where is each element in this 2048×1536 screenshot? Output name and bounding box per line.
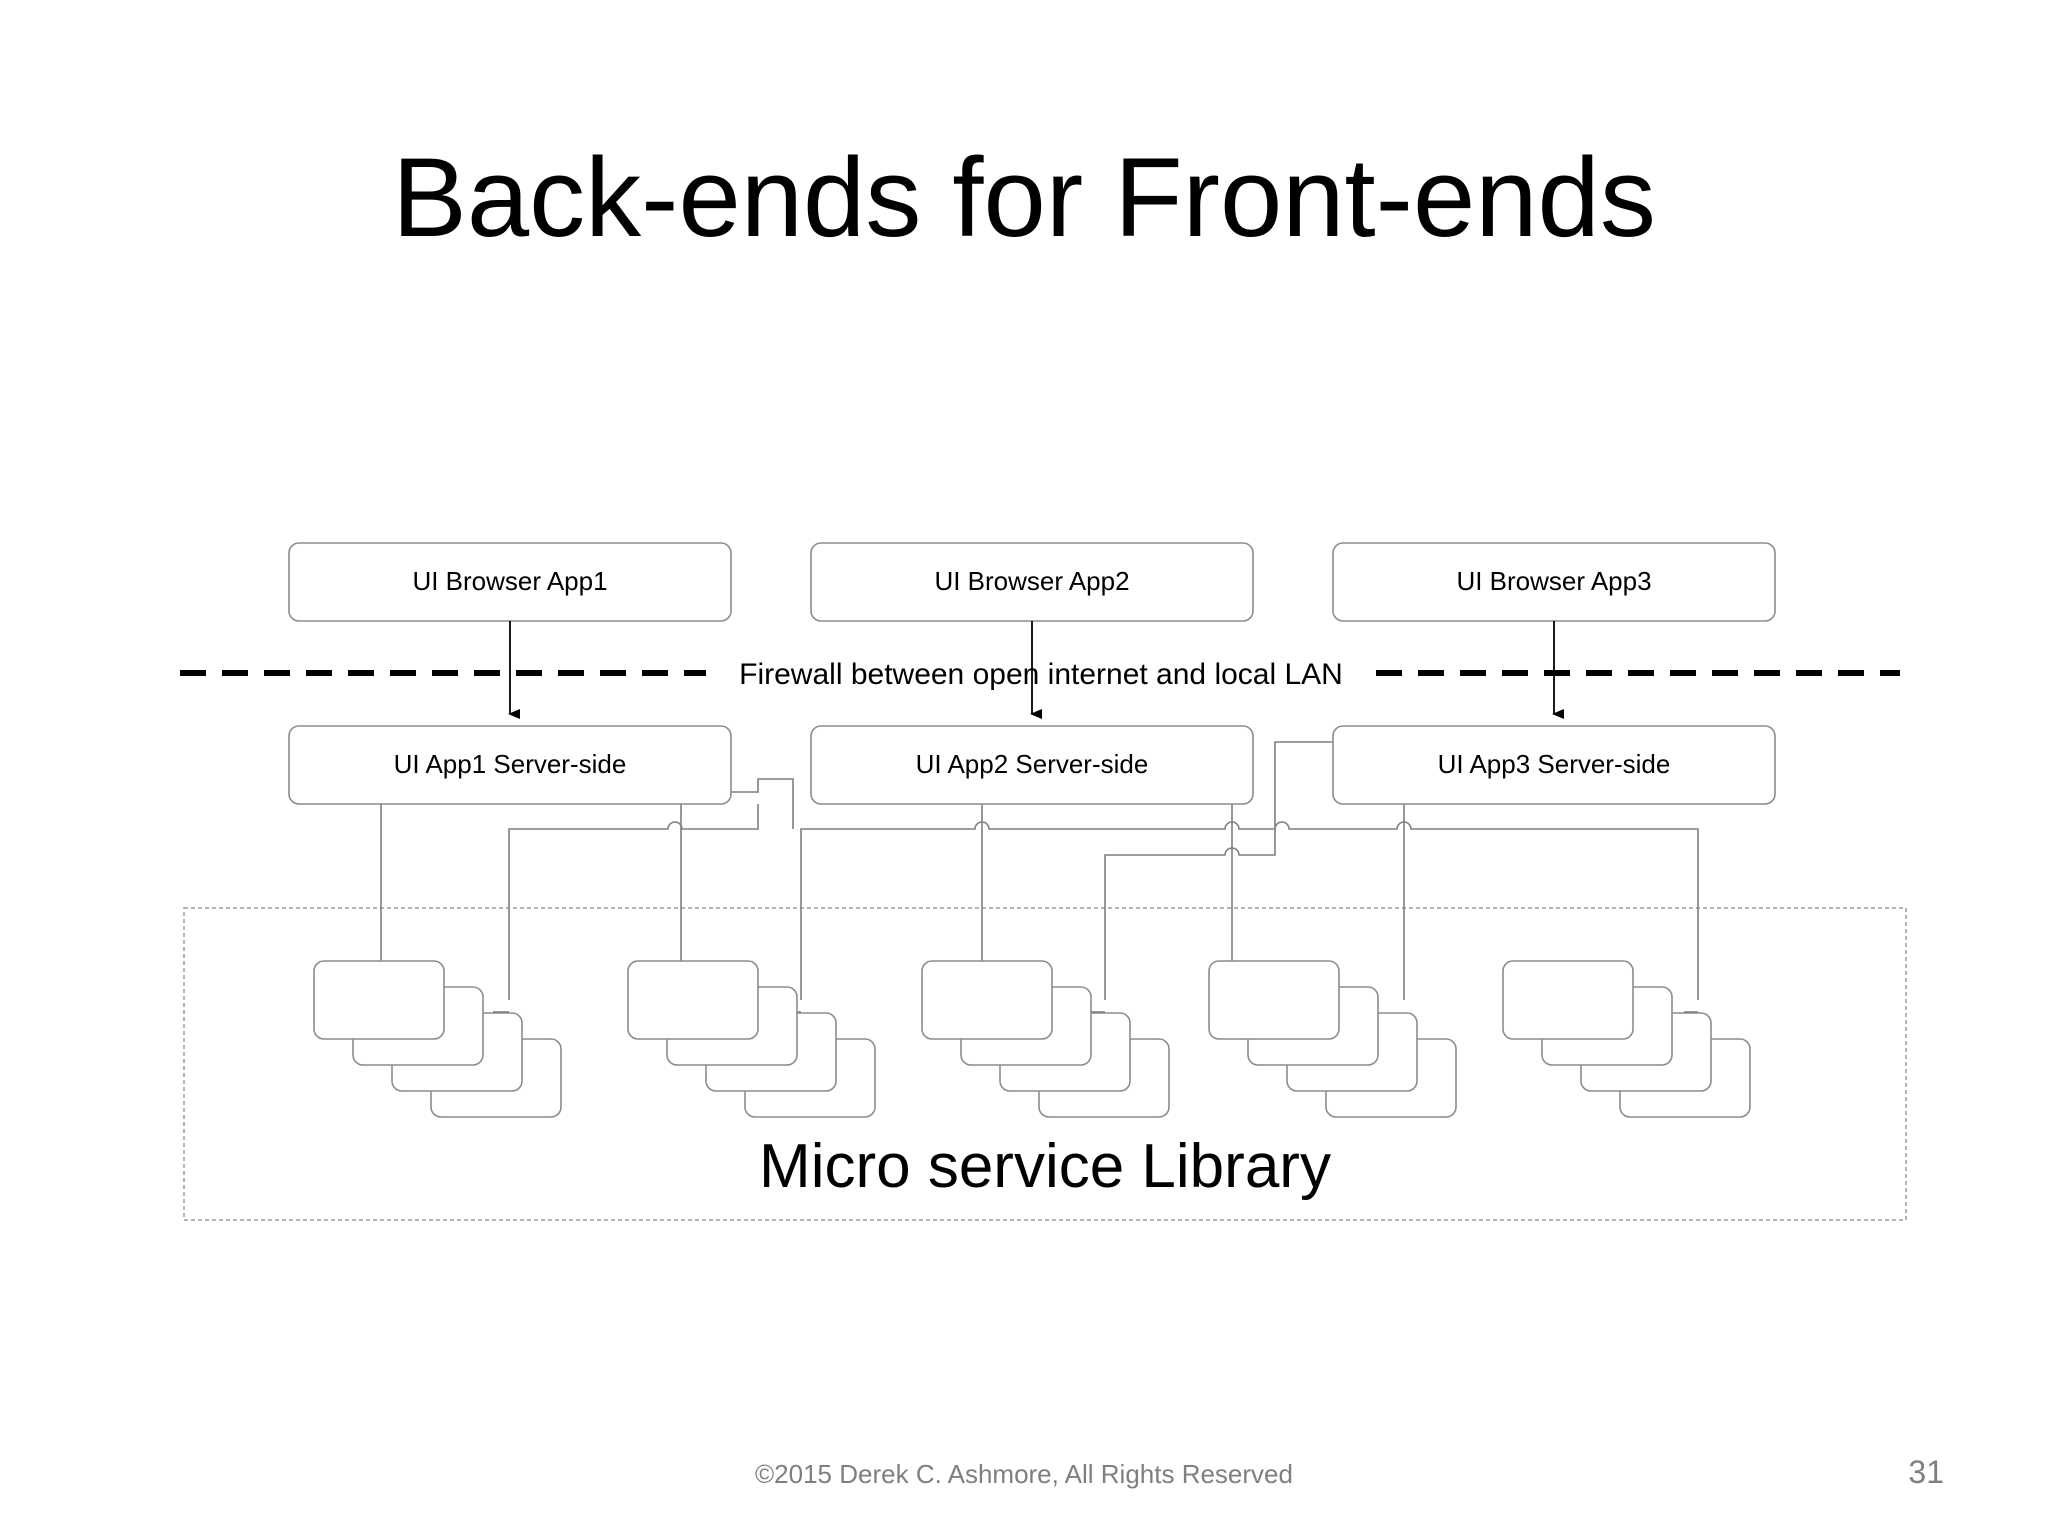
connector-lines [380,741,1699,1013]
connector-line [731,778,794,829]
microservice-card [921,960,1053,1040]
server-app-box: UI App1 Server-side [288,725,732,805]
server-app-label: UI App2 Server-side [916,749,1149,779]
connector-line [508,804,759,1000]
server-app-box: UI App2 Server-side [810,725,1254,805]
microservice-library-container [183,907,1907,1221]
microservice-stack [1208,960,1457,1118]
microservice-stack [313,960,562,1118]
microservice-stacks [313,960,1751,1118]
microservice-stack [921,960,1170,1118]
copyright-footer: ©2015 Derek C. Ashmore, All Rights Reser… [755,1459,1293,1489]
browser-app-box: UI Browser App1 [288,542,732,622]
server-app-label: UI App1 Server-side [394,749,627,779]
firewall-label: Firewall between open internet and local… [739,658,1343,691]
microservice-stack [1502,960,1751,1118]
browser-app-label: UI Browser App2 [934,566,1129,596]
microservice-card [313,960,445,1040]
server-app-label: UI App3 Server-side [1438,749,1671,779]
browser-app-box: UI Browser App3 [1332,542,1776,622]
arrows [508,621,1564,719]
browser-app-label: UI Browser App1 [412,566,607,596]
slide-title: Back-ends for Front-ends [392,135,1656,260]
browser-app-label: UI Browser App3 [1456,566,1651,596]
server-app-box: UI App3 Server-side [1332,725,1776,805]
connector-line [800,821,1699,1000]
library-label: Micro service Library [759,1132,1331,1201]
microservice-card [1502,960,1634,1040]
firewall-line: Firewall between open internet and local… [180,658,1900,691]
microservice-card [627,960,759,1040]
connector-line [1104,741,1333,1000]
microservice-card [1208,960,1340,1040]
page-number: 31 [1908,1454,1944,1490]
microservice-stack [627,960,876,1118]
browser-app-box: UI Browser App2 [810,542,1254,622]
